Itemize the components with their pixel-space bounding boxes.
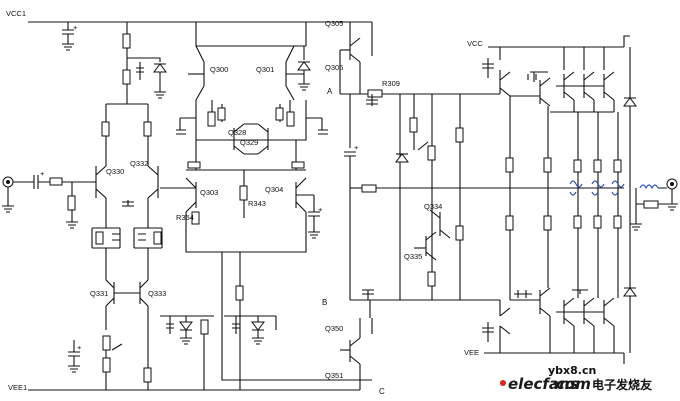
node-a-label: A xyxy=(327,87,333,96)
vas-stage: + xyxy=(160,22,372,390)
q333-label: Q333 xyxy=(148,289,166,298)
q330-label: Q330 xyxy=(106,167,124,176)
cap-plus-left: + xyxy=(77,343,82,352)
vcc-label: VCC xyxy=(467,39,483,48)
q306-label: Q306 xyxy=(325,63,343,72)
watermark-logo-icon xyxy=(500,380,506,386)
q332-label: Q332 xyxy=(130,159,148,168)
input-stage: + xyxy=(2,22,214,390)
r354-label: R354 xyxy=(176,213,194,222)
q304-label: Q304 xyxy=(265,185,283,194)
watermark-tld: com xyxy=(556,375,591,393)
vee1-label: VEE1 xyxy=(8,383,27,392)
r309-label: R309 xyxy=(382,79,400,88)
vee-label: VEE xyxy=(464,348,479,357)
cap-plus-vas: + xyxy=(318,205,323,214)
q303-label: Q303 xyxy=(200,188,218,197)
vcc1-label: VCC1 xyxy=(6,9,26,18)
power-rails xyxy=(28,21,624,391)
q350-label: Q350 xyxy=(325,324,343,333)
watermark-domain: ybx8.cn xyxy=(548,364,596,377)
cap-plus-bias: + xyxy=(354,143,359,152)
driver-stage: + xyxy=(339,22,624,390)
q351-label: Q351 xyxy=(325,371,343,380)
q305-label: Q305 xyxy=(325,19,343,28)
q329-label: Q329 xyxy=(240,138,258,147)
watermark-dot: · xyxy=(552,375,558,393)
q331-label: Q331 xyxy=(90,289,108,298)
q300-label: Q300 xyxy=(210,65,228,74)
cap-plus-top: + xyxy=(73,23,78,32)
watermark-brand: elecfans xyxy=(508,375,579,393)
q335-label: Q335 xyxy=(404,252,422,261)
q301-label: Q301 xyxy=(256,65,274,74)
q334-label: Q334 xyxy=(424,202,442,211)
watermark: ybx8.cn elecfans · com 电子发烧友 xyxy=(500,364,652,393)
watermark-chinese: 电子发烧友 xyxy=(592,377,652,392)
node-b-label: B xyxy=(322,298,327,307)
r343-label: R343 xyxy=(248,199,266,208)
node-c-label: C xyxy=(379,387,385,396)
output-stage xyxy=(482,35,678,364)
cap-plus: + xyxy=(40,169,45,178)
q328-label: Q328 xyxy=(228,128,246,137)
